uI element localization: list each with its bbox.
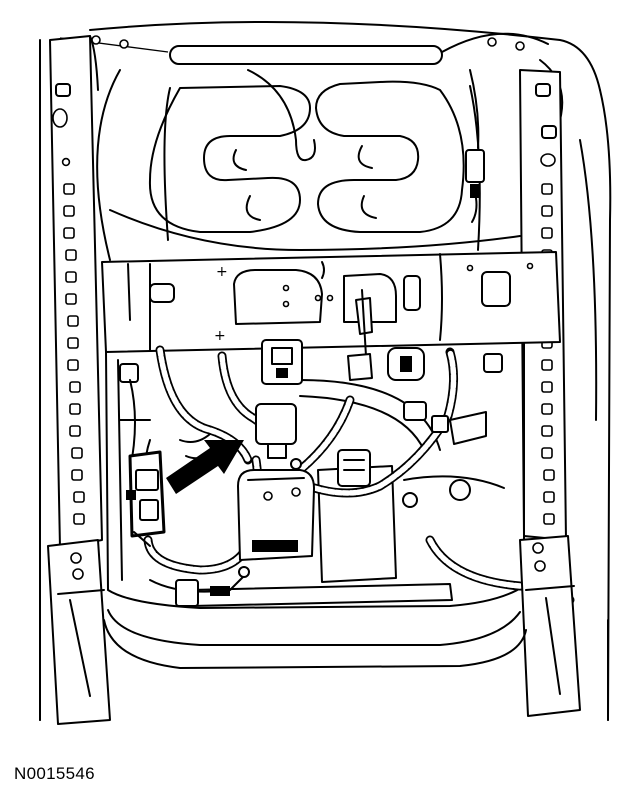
pointer-arrow-icon [166,440,244,494]
svg-text:+: + [216,264,228,280]
control-module [237,469,315,561]
left-side-rail [49,35,103,549]
serpentine-springs [109,69,521,251]
seat-pan-base [105,343,525,609]
upper-right-harness [465,69,485,223]
cross-member-plate: + + [101,251,561,357]
highlighted-component [126,450,166,547]
bottom-cushion-edge [39,619,609,721]
svg-text:+: + [214,328,226,344]
seat-frame-illustration: + + [39,21,612,725]
right-mounting-bracket [519,535,581,717]
connectors [175,339,449,607]
figure-id-label: N0015546 [14,764,95,783]
left-mounting-bracket [47,539,111,725]
top-cross-tube [59,32,564,261]
seat-cushion-outline [39,21,612,721]
